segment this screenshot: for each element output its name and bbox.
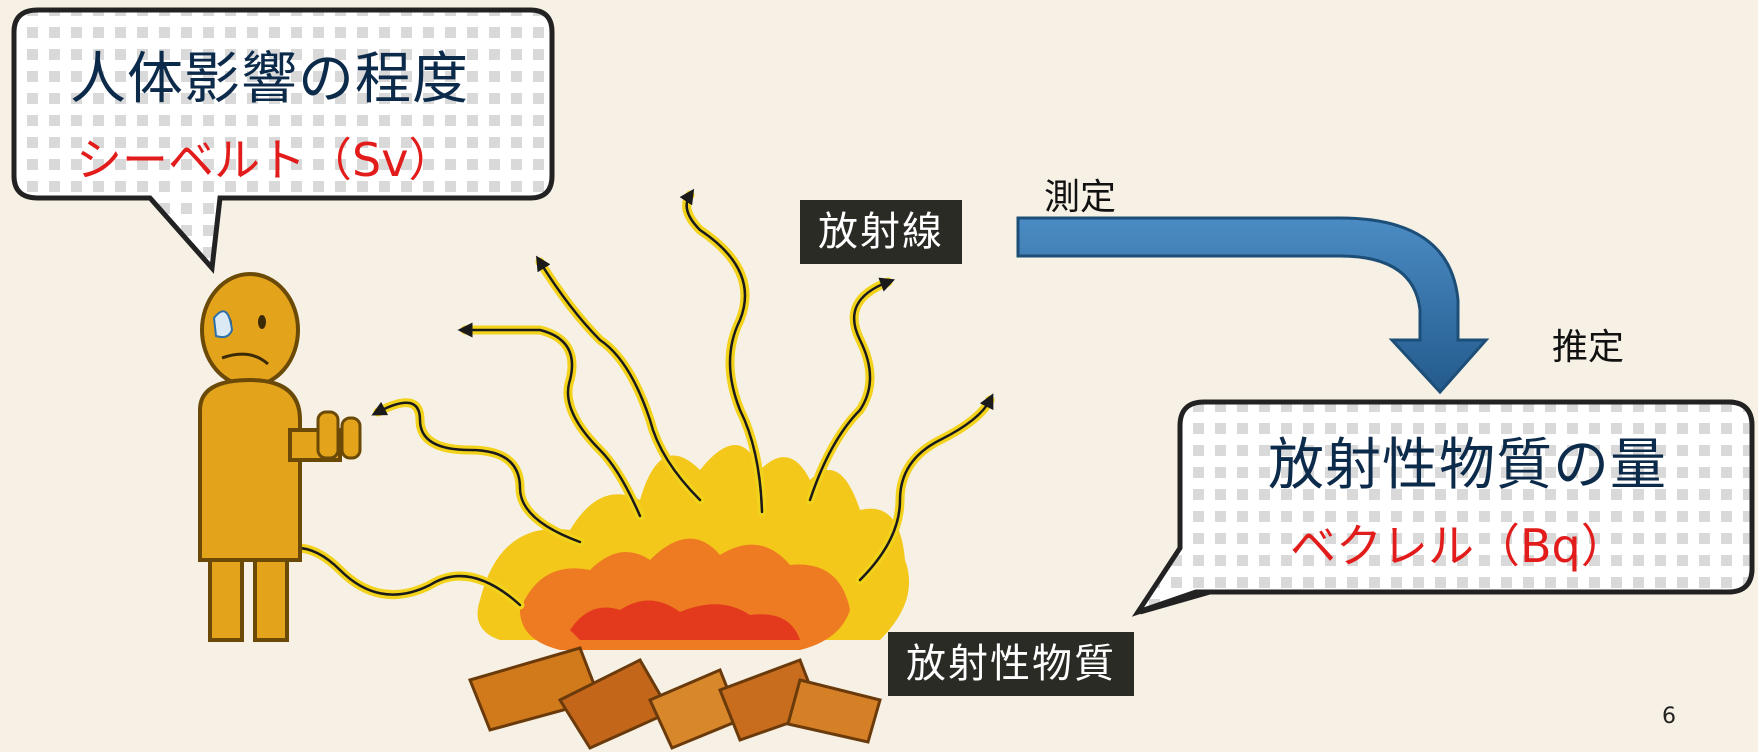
material-amount-title: 放射性物質の量	[1268, 433, 1667, 498]
radioactive-material-label: 放射性物質	[888, 632, 1134, 696]
speech-bubble-human-effect	[11, 7, 555, 274]
logs-illustration	[467, 646, 882, 750]
becquerel-unit-label: ベクレル（Bq）	[1290, 519, 1627, 573]
measure-estimate-arrow	[1016, 216, 1490, 395]
page-number: 6	[1662, 704, 1676, 729]
radiation-label: 放射線	[800, 200, 962, 264]
estimate-label: 推定	[1552, 327, 1625, 368]
measure-label: 測定	[1044, 177, 1117, 218]
speech-bubble-material-amount	[1131, 399, 1755, 617]
sievert-unit-label: シーベルト（Sv）	[76, 133, 455, 187]
flame-illustration	[477, 445, 910, 650]
person-illustration	[198, 272, 362, 642]
radiation-waves	[256, 188, 995, 610]
human-effect-title: 人体影響の程度	[70, 47, 469, 112]
